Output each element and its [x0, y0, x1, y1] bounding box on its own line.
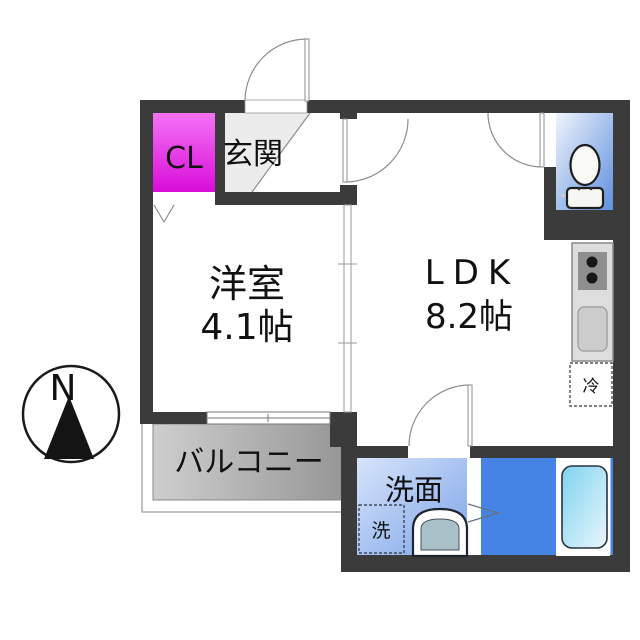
north-arrow-icon — [44, 396, 94, 459]
bath-folding-door-icon — [467, 503, 501, 523]
closet-room — [153, 113, 215, 192]
washer-space — [358, 504, 405, 554]
refrigerator-space — [569, 362, 613, 407]
entrance-door-arc — [244, 38, 308, 102]
compass-north-label: N — [50, 368, 77, 409]
door-leaves — [304, 38, 545, 447]
door-symbols — [153, 38, 543, 523]
burner-icon — [586, 256, 598, 268]
ldk-size: 8.2帖 — [425, 297, 513, 337]
burner-icon — [586, 272, 598, 284]
toilet-icon — [561, 143, 605, 210]
closet-opening — [153, 192, 215, 205]
entrance-step-line — [251, 112, 311, 193]
washroom-label: 洗面 — [385, 473, 443, 507]
bathtub-icon — [556, 458, 610, 556]
balcony-label: バルコニー — [174, 445, 323, 480]
entrance-door-leaf — [304, 38, 310, 102]
closet-label: CL — [165, 141, 203, 176]
refrigerator-space-label: 冷 — [583, 377, 600, 397]
western-room-size: 4.1帖 — [200, 307, 293, 348]
washroom-door-arc — [408, 384, 471, 447]
entrance-label: 玄関 — [223, 137, 283, 172]
bathroom-floor — [481, 458, 556, 556]
entrance-door-opening — [244, 99, 308, 114]
western-room-label: 洋室 — [209, 262, 285, 306]
balcony-deck — [152, 423, 346, 501]
closet-folding-door-icon — [153, 204, 175, 224]
kitchen-unit — [571, 242, 614, 362]
sliding-partition — [338, 204, 357, 413]
toilet-door-leaf — [539, 112, 545, 168]
washroom-door-leaf — [467, 384, 473, 447]
entrance-floor — [225, 113, 310, 192]
washer-space-label: 洗 — [371, 520, 390, 542]
ldk-door-leaf — [342, 118, 348, 183]
ldk-door-arc — [344, 118, 409, 183]
washbasin-icon — [411, 507, 469, 558]
balcony-window — [206, 411, 331, 425]
ldk-label: LDK — [425, 253, 519, 293]
kitchen-sink-icon — [577, 306, 608, 352]
bathroom-edge — [610, 458, 613, 556]
toilet-door-arc — [487, 112, 543, 168]
compass: N — [21, 364, 121, 464]
